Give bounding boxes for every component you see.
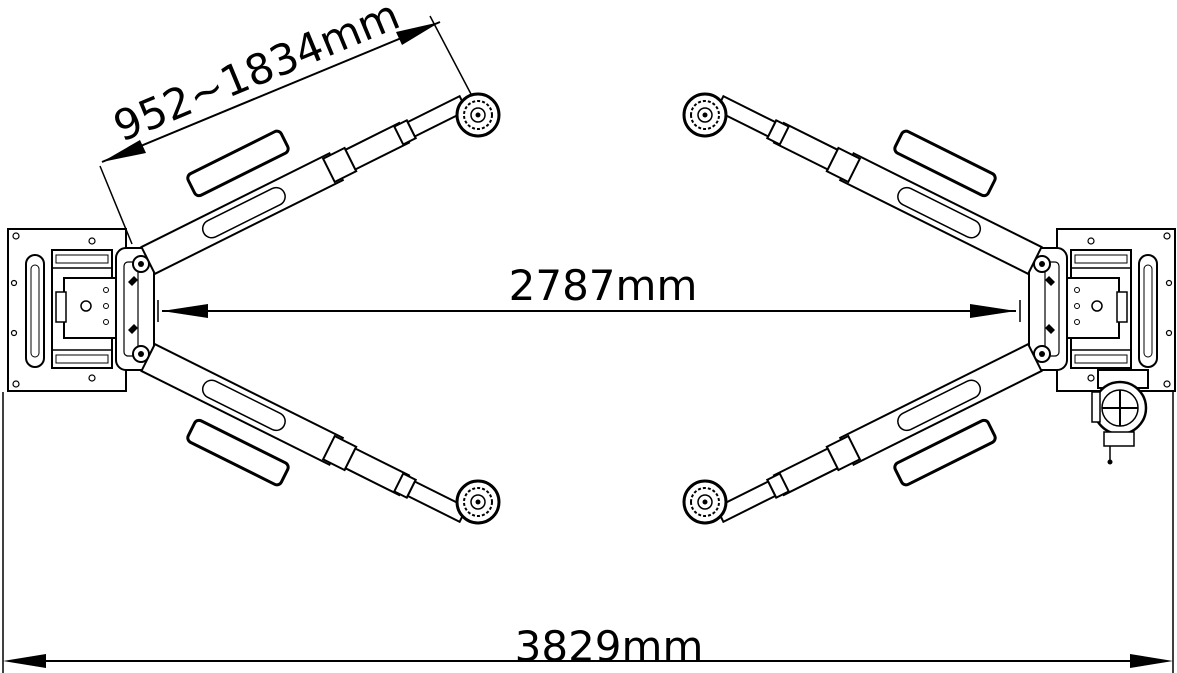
power-unit (1091, 369, 1149, 465)
overall-width-label: 3829mm (515, 622, 704, 671)
right-lift-column (684, 90, 1175, 528)
inner-width-dimension: 2787mm (157, 261, 1021, 322)
inner-width-label: 2787mm (509, 261, 698, 310)
overall-width-dimension: 3829mm (2, 392, 1174, 673)
arm-reach-label: 952~1834mm (107, 0, 407, 151)
left-lift-column (8, 90, 499, 528)
